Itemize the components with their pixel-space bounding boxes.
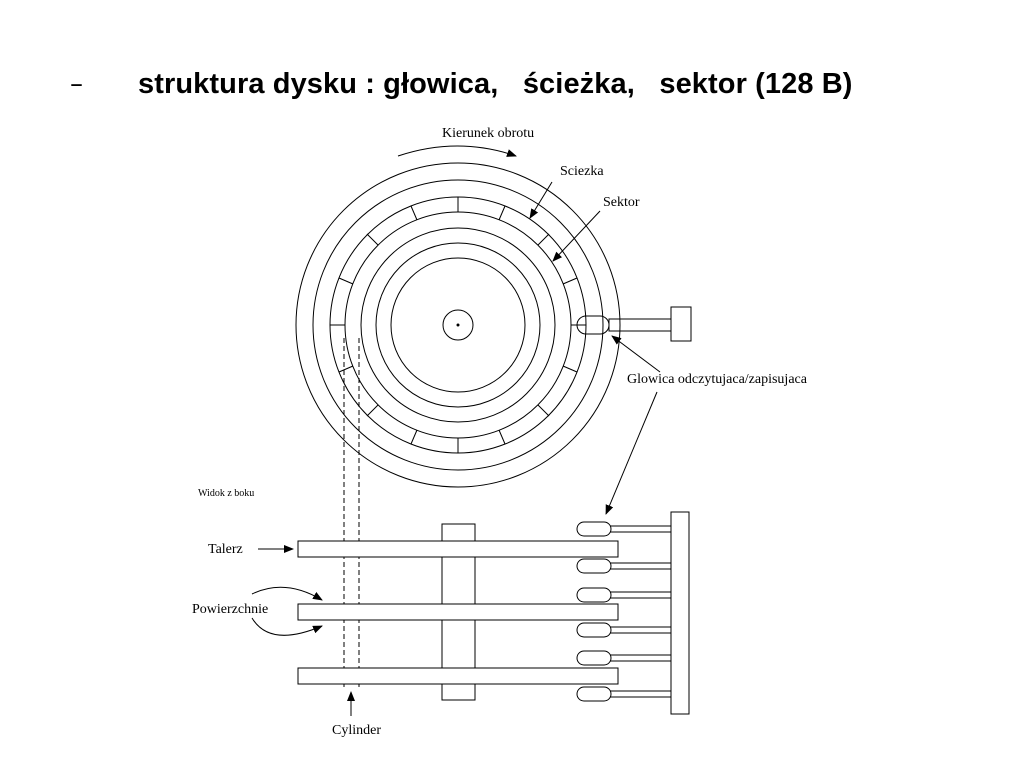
platter-2 — [297, 603, 619, 621]
rotation-label: Kierunek obrotu — [442, 126, 534, 141]
disk-inner-ring-2 — [375, 242, 541, 408]
head-pointer — [611, 335, 661, 373]
side-head-arms — [609, 525, 672, 698]
disk-outer-ring-2 — [312, 179, 604, 471]
side-actuator — [670, 511, 690, 715]
sector-dividers — [330, 197, 586, 453]
cylinder-guides — [343, 338, 360, 688]
track-label: Sciezka — [560, 164, 604, 179]
rotation-arrow — [397, 145, 517, 157]
top-head-actuator — [670, 306, 692, 342]
disk-inner-ring-1 — [360, 227, 556, 423]
top-head-arm — [608, 318, 672, 332]
track-pointer — [529, 181, 553, 219]
surfaces-label: Powierzchnie — [192, 602, 268, 617]
head-to-side-pointer — [605, 391, 658, 515]
surface-bottom-pointer — [251, 617, 323, 636]
title-row: – struktura dysku : głowica, ścieżka, se… — [70, 62, 853, 106]
surface-top-pointer — [251, 586, 323, 601]
sector-pointer — [552, 210, 601, 262]
disk-outer-ring-1 — [295, 162, 621, 488]
spindle-center-dot — [456, 323, 460, 327]
slide-title: struktura dysku : głowica, ścieżka, sekt… — [138, 67, 853, 100]
side-view-title: Widok z boku — [198, 488, 254, 499]
side-view-pointers — [251, 545, 355, 716]
spindle-hub — [442, 309, 474, 341]
sector-label: Sektor — [603, 195, 640, 210]
platter-1 — [297, 540, 619, 558]
platter-label: Talerz — [208, 542, 243, 557]
head-label: Glowica odczytujaca/zapisujaca — [627, 372, 808, 387]
side-view — [297, 511, 690, 715]
side-head-sliders — [576, 521, 612, 702]
top-view — [295, 145, 692, 515]
bullet-dash: – — [70, 69, 83, 99]
cylinder-label: Cylinder — [332, 723, 381, 738]
platter-3 — [297, 667, 619, 685]
disk-inner-ring-3 — [390, 257, 526, 393]
